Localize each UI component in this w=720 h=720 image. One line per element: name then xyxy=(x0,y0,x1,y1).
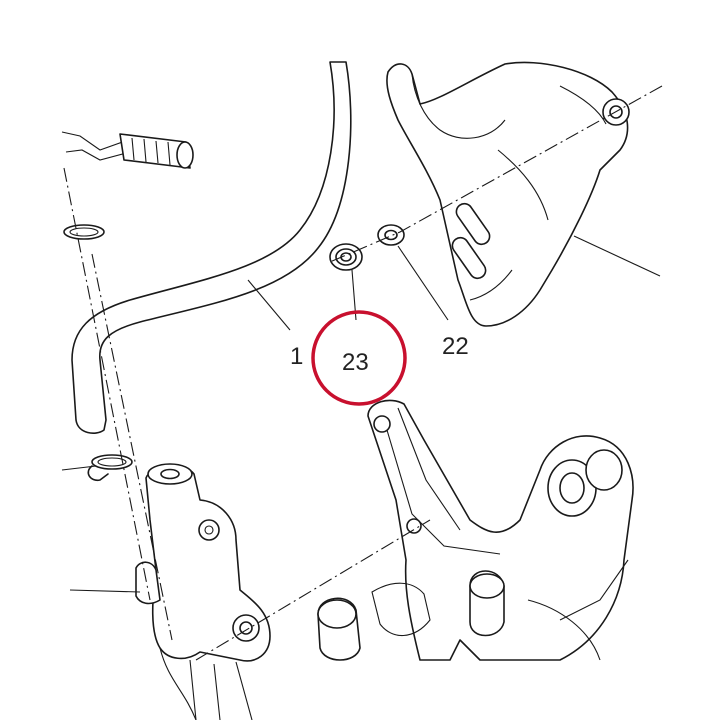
assembly-axes xyxy=(63,85,663,661)
master-cylinder xyxy=(135,463,271,720)
reservoir-bracket xyxy=(386,61,630,327)
hose-clamp-upper xyxy=(63,224,105,240)
footrest-bracket xyxy=(317,399,634,661)
hose-1 xyxy=(71,61,352,434)
brake-switch-connector xyxy=(61,131,194,169)
highlight-ring xyxy=(311,310,407,406)
nut-23 xyxy=(329,243,363,271)
callout-23: 23 xyxy=(342,349,369,376)
callout-22: 22 xyxy=(442,333,469,360)
callout-1: 1 xyxy=(290,343,303,370)
leader-lines xyxy=(61,235,661,593)
washer-22 xyxy=(377,224,405,246)
